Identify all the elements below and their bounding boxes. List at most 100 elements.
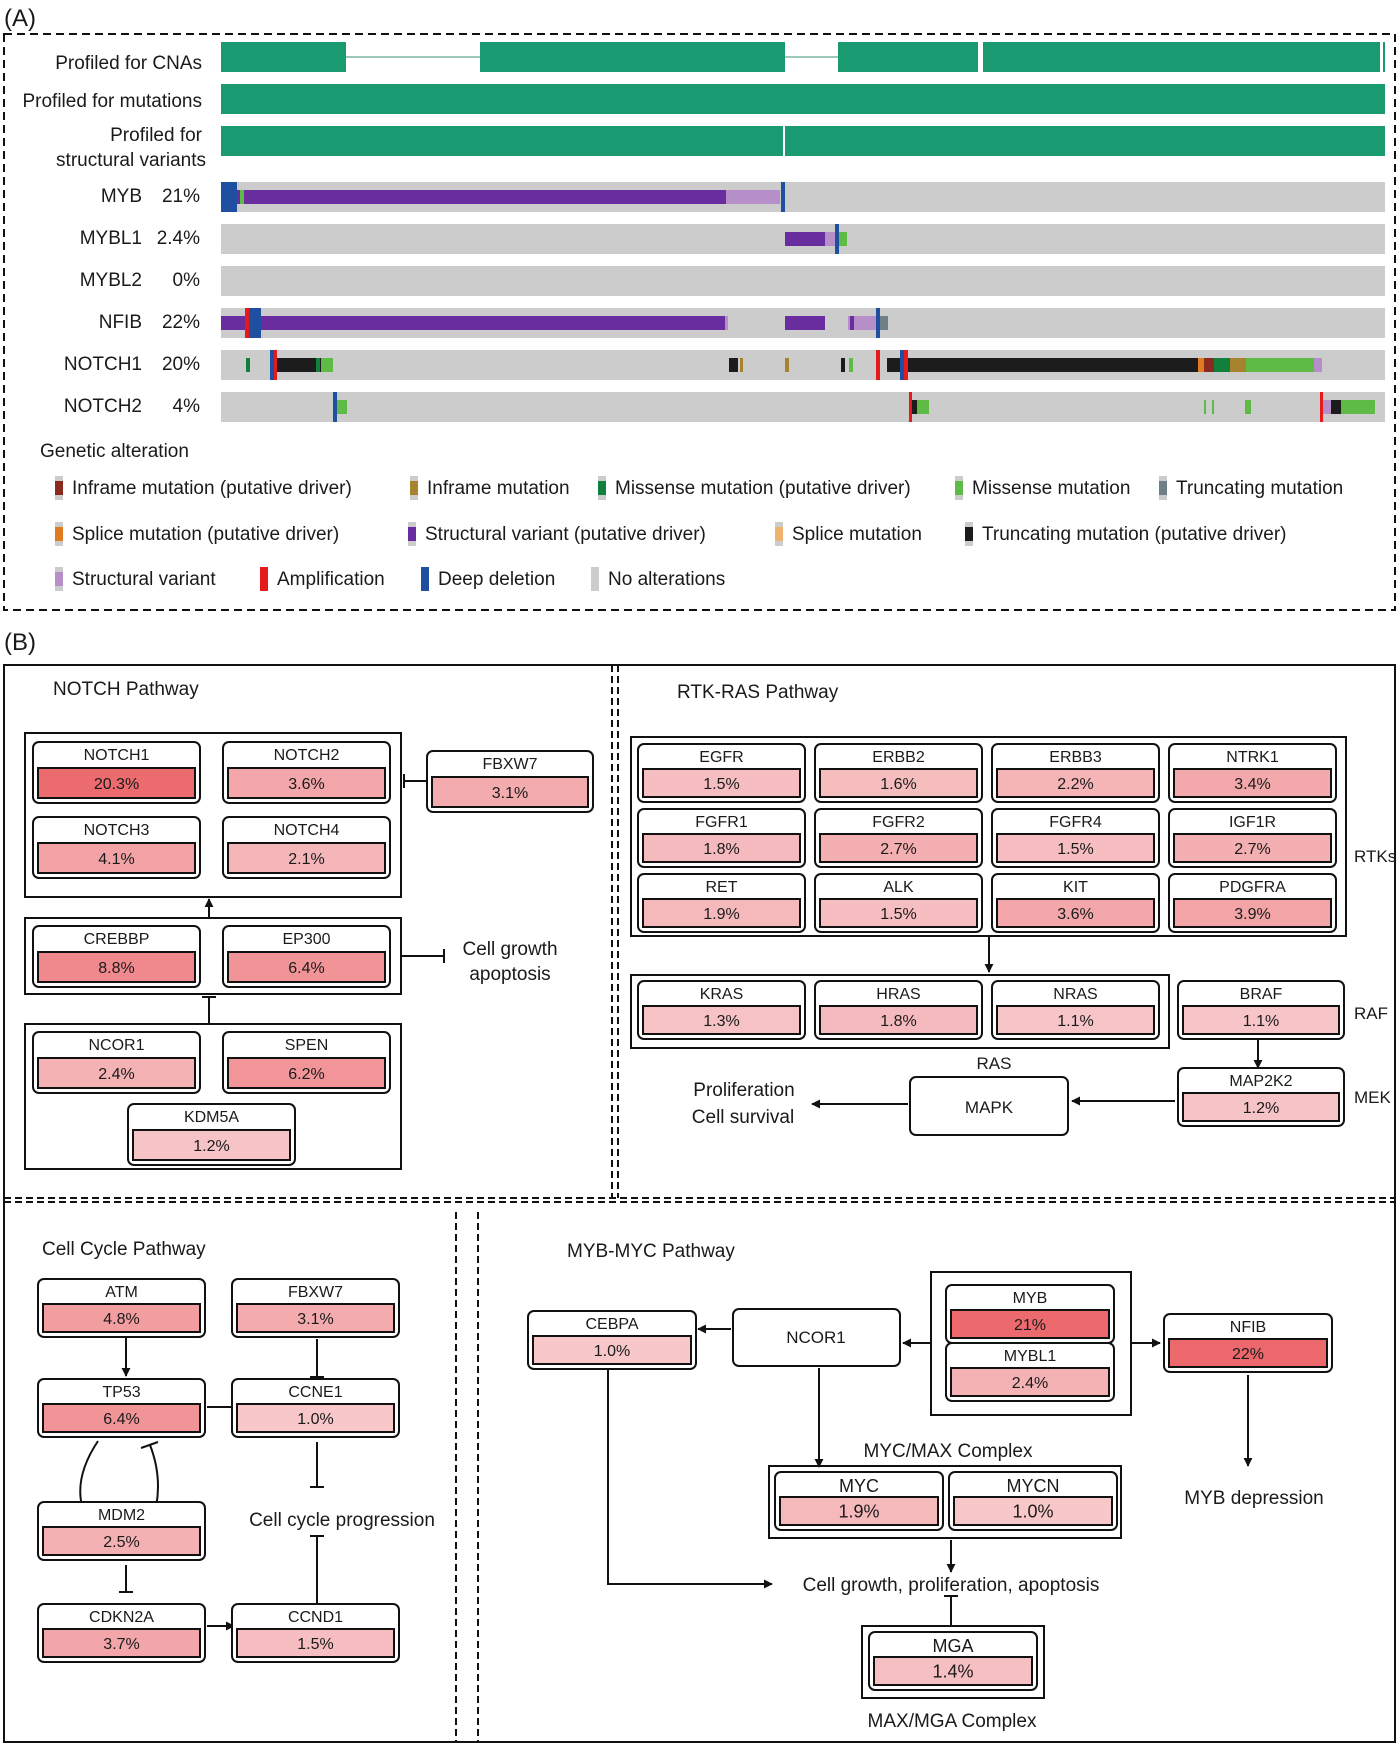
max-mga-label: MAX/MGA Complex — [868, 1711, 1037, 1732]
gene-percent-bar — [236, 1403, 395, 1433]
alteration-mark — [825, 232, 837, 246]
gene-percent: 2.5% — [103, 1534, 139, 1551]
alteration-mark — [904, 350, 908, 380]
gene-percent-bar — [819, 1005, 978, 1035]
legend-label: Missense mutation — [972, 478, 1130, 499]
alteration-mark — [321, 358, 333, 372]
gene-percent: 2.7% — [1234, 841, 1270, 858]
alteration-mark — [887, 358, 902, 372]
gene-percent: 1.9% — [703, 906, 739, 923]
gene-percent-bar — [42, 1303, 201, 1333]
legend-label: Structural variant (putative driver) — [425, 524, 706, 545]
myc-max-label: MYC/MAX Complex — [864, 1441, 1033, 1462]
legend-swatch — [955, 481, 963, 495]
rtk-ras-pathway: RTK-RAS Pathway RTKs RAF MEK RAS MAPK Pr… — [630, 682, 1396, 1136]
cna-gap — [1380, 42, 1383, 72]
gene-track-percent: 0% — [173, 270, 201, 291]
nfib-outcome: MYB depression — [1184, 1488, 1323, 1509]
mybmyc-gene-boxes: CEBPA1.0%MYB21%MYBL12.4%NFIB22%MYC1.9%MY… — [527, 1284, 1333, 1691]
legend-label: Splice mutation — [792, 524, 922, 545]
gene-percent-bar — [953, 1496, 1113, 1526]
alteration-mark — [726, 190, 780, 204]
alteration-mark — [908, 358, 1198, 372]
gene-percent-bar — [1182, 1092, 1340, 1122]
rtks-label: RTKs — [1354, 847, 1396, 866]
gene-percent-bar — [42, 1628, 201, 1658]
gene-percent: 4.1% — [98, 851, 134, 868]
gene-name: MYB — [1013, 1290, 1048, 1307]
legend-swatch — [775, 527, 783, 541]
gene-track-name: MYB — [101, 186, 142, 207]
gene-percent-bar — [996, 898, 1155, 928]
gene-name: NOTCH4 — [274, 822, 340, 839]
alteration-mark — [876, 308, 880, 338]
gene-name: EGFR — [699, 749, 743, 766]
gene-percent: 1.0% — [297, 1411, 333, 1428]
gene-percent: 2.4% — [1012, 1375, 1048, 1392]
gene-name: RET — [706, 879, 738, 896]
gene-percent-bar — [227, 951, 386, 983]
alteration-mark — [221, 182, 237, 212]
legend-swatch — [260, 567, 268, 591]
alteration-mark — [1204, 400, 1206, 414]
gene-percent-bar — [37, 1057, 196, 1089]
gene-percent-bar — [227, 842, 386, 874]
raf-label: RAF — [1354, 1004, 1388, 1023]
gene-percent-bar — [996, 768, 1155, 798]
gene-box-egfr: EGFR 1.5% — [637, 743, 806, 803]
alteration-mark — [1245, 400, 1251, 414]
gene-percent-bar — [1173, 833, 1332, 863]
gene-track-percent: 22% — [162, 312, 200, 333]
alteration-mark — [785, 358, 789, 372]
gene-box-ret: RET 1.9% — [637, 873, 806, 933]
gene-percent: 1.5% — [703, 776, 739, 793]
gene-track-percent: 2.4% — [157, 228, 200, 249]
gene-percent: 1.8% — [880, 1013, 916, 1030]
legend-label: Amplification — [277, 569, 385, 590]
gene-name: ATM — [105, 1284, 138, 1301]
gene-percent-bar — [819, 768, 978, 798]
notch-outcome: Cell growth — [462, 939, 557, 960]
alteration-mark — [274, 350, 277, 380]
legend-swatch — [55, 572, 63, 586]
alteration-mark — [249, 308, 261, 338]
gene-name: NCOR1 — [88, 1037, 144, 1054]
gene-percent: 1.1% — [1057, 1013, 1093, 1030]
gene-name: MAP2K2 — [1229, 1073, 1292, 1090]
gene-name: PDGFRA — [1219, 879, 1286, 896]
gene-percent-bar — [132, 1129, 291, 1161]
gene-track-background — [221, 266, 1385, 296]
rtk-gene-boxes: EGFR1.5%ERBB21.6%ERBB32.2%NTRK13.4%FGFR1… — [637, 743, 1345, 1127]
gene-percent-bar — [42, 1403, 201, 1433]
gene-name: IGF1R — [1229, 814, 1276, 831]
gene-track-name: NOTCH1 — [64, 354, 142, 375]
gene-percent: 3.6% — [288, 776, 324, 793]
gene-percent-bar — [642, 898, 801, 928]
alteration-mark — [246, 358, 250, 372]
gene-percent: 3.7% — [103, 1636, 139, 1653]
gene-name: CDKN2A — [89, 1609, 154, 1626]
legend-swatch — [55, 527, 63, 541]
profile-cna-track: Profiled for CNAs — [55, 42, 1385, 74]
ras-label: RAS — [977, 1054, 1012, 1073]
legend-label: Inframe mutation — [427, 478, 570, 499]
alteration-mark — [781, 182, 785, 212]
gene-name: ERBB3 — [1049, 749, 1102, 766]
rtk-outcome: Cell survival — [692, 1107, 794, 1128]
panel-b-frame — [3, 664, 1396, 1743]
gene-percent-bar — [227, 767, 386, 799]
